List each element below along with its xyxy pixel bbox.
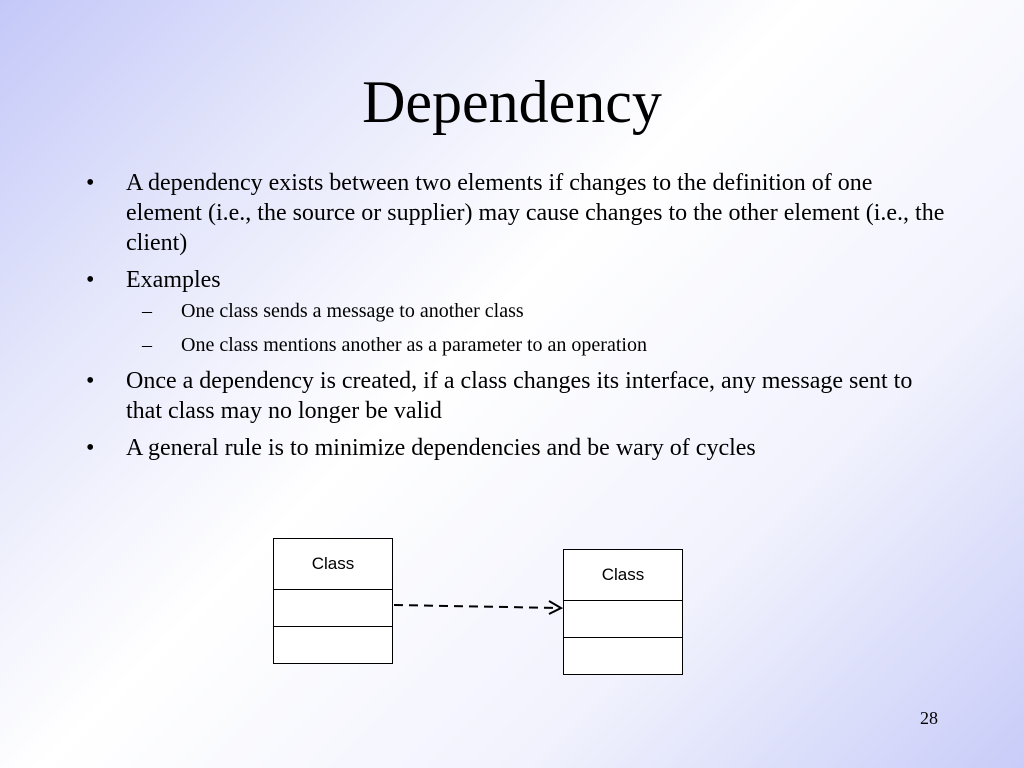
bullet-marker: •: [86, 267, 95, 293]
sub-bullet-parameter: – One class mentions another as a parame…: [136, 332, 946, 358]
class-attributes-compartment: [564, 601, 682, 638]
bullet-interface-change: • Once a dependency is created, if a cla…: [86, 366, 946, 426]
class-attributes-compartment: [274, 590, 392, 627]
sub-bullet-marker: –: [142, 300, 152, 322]
class-name-compartment: Class: [274, 539, 392, 590]
dependency-arrowhead: [548, 600, 564, 615]
dependency-dashed-line: [393, 604, 561, 609]
class-operations-compartment: [564, 638, 682, 674]
class-name-compartment: Class: [564, 550, 682, 601]
bullet-general-rule: • A general rule is to minimize dependen…: [86, 433, 946, 463]
sub-bullet-text: One class mentions another as a paramete…: [181, 334, 647, 356]
examples-sub-list: – One class sends a message to another c…: [126, 298, 946, 358]
bullet-marker: •: [86, 368, 95, 394]
sub-bullet-text: One class sends a message to another cla…: [181, 300, 524, 322]
slide-title: Dependency: [362, 69, 662, 135]
sub-bullet-message: – One class sends a message to another c…: [136, 298, 946, 324]
bullet-examples: • Examples – One class sends a message t…: [86, 265, 946, 358]
class-operations-compartment: [274, 627, 392, 663]
sub-bullet-marker: –: [142, 334, 152, 356]
uml-client-class: Class: [273, 538, 393, 664]
uml-supplier-class: Class: [563, 549, 683, 675]
bullet-marker: •: [86, 170, 95, 196]
bullet-marker: •: [86, 435, 95, 461]
bullet-text: A general rule is to minimize dependenci…: [126, 435, 756, 461]
bullet-list: • A dependency exists between two elemen…: [86, 168, 946, 470]
bullet-text: A dependency exists between two elements…: [126, 170, 945, 256]
bullet-text: Examples: [126, 267, 221, 293]
bullet-text: Once a dependency is created, if a class…: [126, 368, 913, 424]
bullet-definition: • A dependency exists between two elemen…: [86, 168, 946, 258]
page-number: 28: [920, 708, 938, 728]
